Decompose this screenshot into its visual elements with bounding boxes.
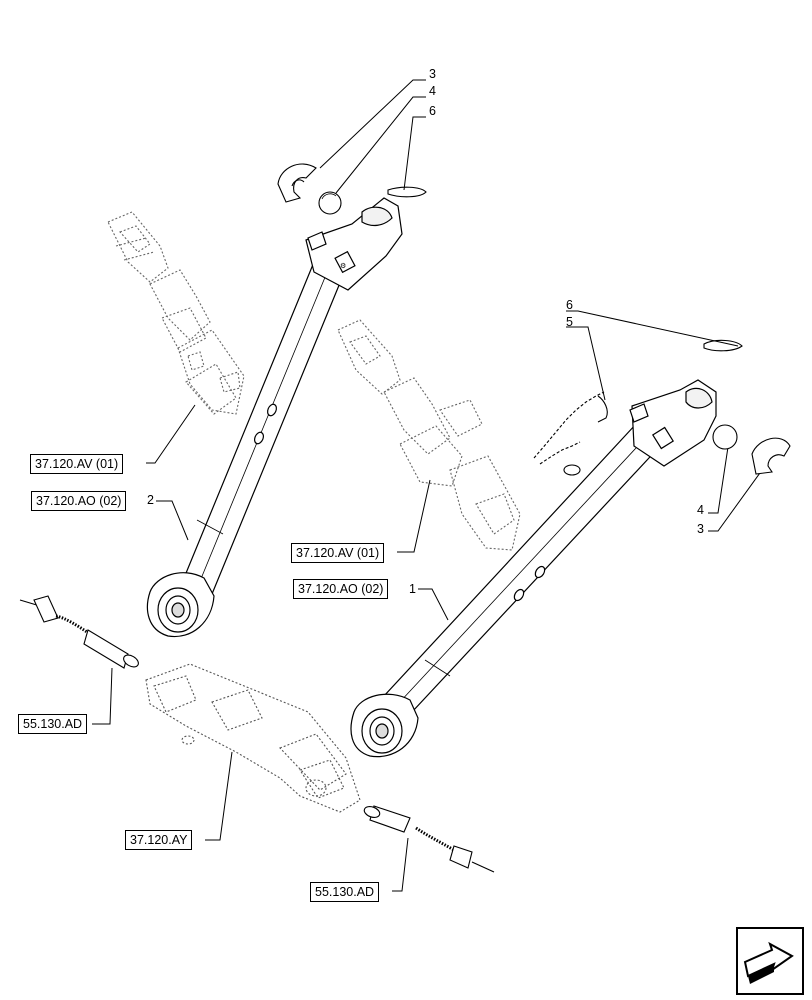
callout-upper-4: 4	[429, 84, 436, 98]
callout-right-5: 5	[566, 315, 573, 329]
upper-small-parts	[277, 163, 427, 215]
callout-upper-6: 6	[429, 104, 436, 118]
next-page-arrow-icon[interactable]	[736, 927, 804, 995]
ref-link-55-130-ad-left[interactable]: 55.130.AD	[18, 714, 88, 734]
svg-text:⚙: ⚙	[340, 262, 346, 270]
lower-link-arm-2: ⚙	[146, 197, 403, 638]
ref-link-37-120-ao-upper[interactable]: 37.120.AO (02)	[31, 491, 127, 511]
leader-lines	[92, 79, 766, 892]
ref-link-37-120-av-lower[interactable]: 37.120.AV (01)	[291, 543, 385, 563]
pto-shaft-left	[19, 595, 139, 669]
ref-link-37-120-av-upper[interactable]: 37.120.AV (01)	[30, 454, 124, 474]
ghost-linkage-upper	[107, 211, 245, 415]
ghost-linkage-middle	[337, 319, 521, 551]
callout-item-1: 1	[409, 582, 416, 596]
callout-upper-3: 3	[429, 67, 436, 81]
callout-right-4: 4	[697, 503, 704, 517]
lower-link-arm-1	[350, 379, 717, 758]
callout-right-6: 6	[566, 298, 573, 312]
ref-link-37-120-ay[interactable]: 37.120.AY	[125, 830, 193, 850]
ref-link-37-120-ao-lower[interactable]: 37.120.AO (02)	[293, 579, 389, 599]
callout-right-3: 3	[697, 522, 704, 536]
ref-link-55-130-ad-bottom[interactable]: 55.130.AD	[310, 882, 380, 902]
pto-shaft-bottom	[363, 805, 495, 873]
right-small-parts	[533, 339, 791, 476]
rear-axle-housing	[145, 663, 361, 813]
callout-item-2: 2	[147, 493, 154, 507]
